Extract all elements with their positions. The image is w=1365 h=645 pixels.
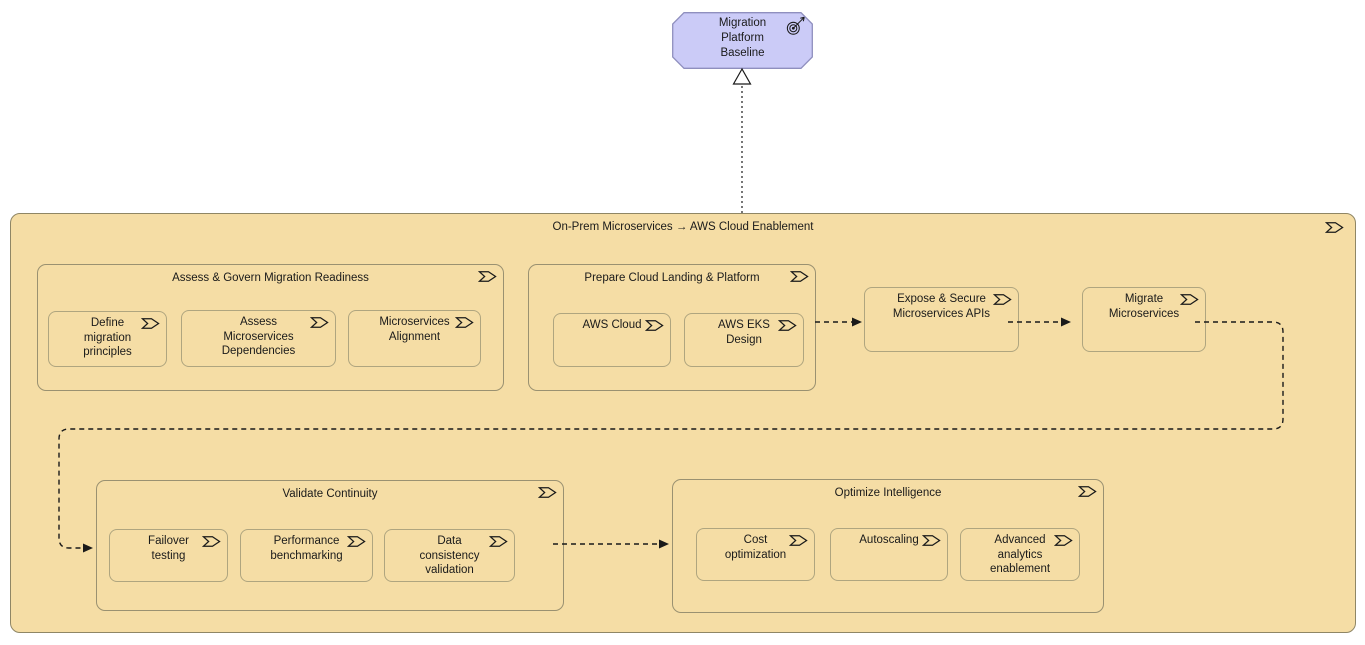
process-icon: [347, 535, 366, 548]
realization-hollow-arrowhead: [732, 67, 752, 85]
process-migrate-microservices[interactable]: Migrate Microservices: [1082, 287, 1206, 352]
group-title: Prepare Cloud Landing & Platform: [584, 272, 760, 284]
process-icon: [778, 319, 797, 332]
goal-label: Migration Platform Baseline: [718, 17, 767, 59]
process-icon: [645, 319, 664, 332]
group-prepare-cloud-landing-platform[interactable]: Prepare Cloud Landing & Platform AWS Clo…: [528, 264, 816, 391]
goal-octagon-shape: [672, 12, 813, 69]
process-aws-cloud[interactable]: AWS Cloud: [553, 313, 671, 367]
process-label: Migrate Microservices: [1108, 293, 1180, 320]
process-label: Expose & Secure Microservices APIs: [892, 293, 991, 320]
process-icon: [202, 535, 221, 548]
group-title: Validate Continuity: [282, 488, 378, 500]
process-icon: [141, 317, 160, 330]
goal-migration-platform-baseline[interactable]: Migration Platform Baseline: [672, 12, 813, 69]
process-icon: [993, 293, 1012, 306]
container-title: On-Prem Microservices → AWS Cloud Enable…: [552, 221, 814, 233]
process-autoscaling[interactable]: Autoscaling: [830, 528, 948, 581]
process-icon: [789, 534, 808, 547]
process-icon: [1054, 534, 1073, 547]
process-performance-benchmarking[interactable]: Performance benchmarking: [240, 529, 373, 582]
process-icon: [538, 486, 557, 499]
group-title: Optimize Intelligence: [834, 487, 942, 499]
process-icon: [790, 270, 809, 283]
process-icon: [1325, 221, 1344, 234]
container-onprem-to-aws-cloud-enablement[interactable]: On-Prem Microservices → AWS Cloud Enable…: [10, 213, 1356, 633]
process-aws-eks-design[interactable]: AWS EKS Design: [684, 313, 804, 367]
process-cost-optimization[interactable]: Cost optimization: [696, 528, 815, 581]
process-icon: [455, 316, 474, 329]
process-failover-testing[interactable]: Failover testing: [109, 529, 228, 582]
process-icon: [478, 270, 497, 283]
process-advanced-analytics-enablement[interactable]: Advanced analytics enablement: [960, 528, 1080, 581]
group-title: Assess & Govern Migration Readiness: [172, 272, 369, 284]
group-assess-govern-migration-readiness[interactable]: Assess & Govern Migration Readiness Defi…: [37, 264, 504, 391]
process-microservices-alignment[interactable]: Microservices Alignment: [348, 310, 481, 367]
process-icon: [922, 534, 941, 547]
group-validate-continuity[interactable]: Validate Continuity Failover testing Per…: [96, 480, 564, 611]
process-expose-secure-microservices-apis[interactable]: Expose & Secure Microservices APIs: [864, 287, 1019, 352]
process-data-consistency-validation[interactable]: Data consistency validation: [384, 529, 515, 582]
process-icon: [1180, 293, 1199, 306]
process-assess-microservices-dependencies[interactable]: Assess Microservices Dependencies: [181, 310, 336, 367]
process-icon: [1078, 485, 1097, 498]
goal-target-icon: [785, 16, 806, 37]
process-icon: [489, 535, 508, 548]
process-define-migration-principles[interactable]: Define migration principles: [48, 311, 167, 367]
group-optimize-intelligence[interactable]: Optimize Intelligence Cost optimization …: [672, 479, 1104, 613]
process-icon: [310, 316, 329, 329]
